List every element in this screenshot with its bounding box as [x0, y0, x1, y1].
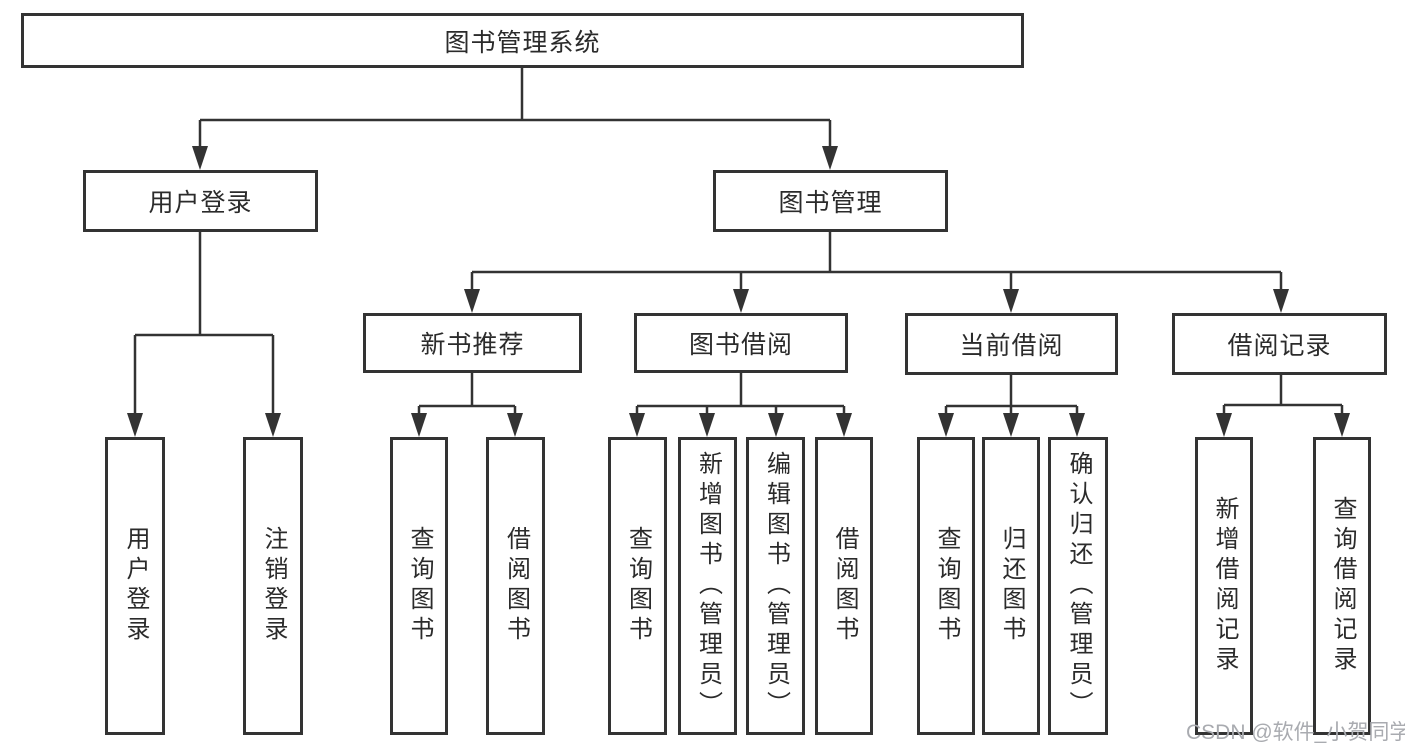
leaf-borrow-books-label: 借阅图书 — [831, 526, 858, 646]
node-book-management: 图书管理 — [713, 170, 948, 232]
node-borrow-records-label: 借阅记录 — [1227, 332, 1332, 360]
leaf-add-books-admin: 新增图书（管理员） — [678, 437, 737, 735]
node-user-login-label: 用户登录 — [148, 189, 253, 217]
leaf-user-login-label: 用户登录 — [122, 526, 149, 646]
node-book-management-label: 图书管理 — [778, 189, 883, 217]
leaf-edit-books-admin-label: 编辑图书（管理员） — [762, 451, 790, 721]
leaf-query-borrow-record-label: 查询借阅记录 — [1329, 496, 1356, 676]
leaf-borrow-books: 借阅图书 — [815, 437, 873, 735]
root-node: 图书管理系统 — [21, 13, 1024, 68]
leaf-query-borrow-record: 查询借阅记录 — [1313, 437, 1371, 735]
leaf-borrow-books-recommend: 借阅图书 — [486, 437, 545, 735]
leaf-confirm-return-admin: 确认归还（管理员） — [1048, 437, 1108, 735]
leaf-logout-label: 注销登录 — [260, 526, 287, 646]
node-book-borrow: 图书借阅 — [634, 313, 848, 373]
root-node-label: 图书管理系统 — [444, 28, 601, 57]
node-book-borrow-label: 图书借阅 — [688, 331, 793, 359]
node-current-borrow: 当前借阅 — [905, 313, 1118, 375]
leaf-return-books: 归还图书 — [982, 437, 1040, 735]
leaf-add-books-admin-label: 新增图书（管理员） — [694, 451, 722, 721]
watermark: CSDN @软件_小贺同学 — [1186, 721, 1405, 744]
leaf-add-borrow-record-label: 新增借阅记录 — [1211, 496, 1238, 676]
leaf-borrow-books-recommend-label: 借阅图书 — [502, 526, 530, 646]
node-new-book-recommend: 新书推荐 — [363, 313, 582, 373]
leaf-query-books-borrow: 查询图书 — [608, 437, 667, 735]
leaf-edit-books-admin: 编辑图书（管理员） — [746, 437, 805, 735]
node-borrow-records: 借阅记录 — [1172, 313, 1387, 375]
leaf-query-books-current-label: 查询图书 — [933, 526, 960, 646]
leaf-confirm-return-admin-label: 确认归还（管理员） — [1065, 451, 1092, 721]
leaf-add-borrow-record: 新增借阅记录 — [1195, 437, 1253, 735]
node-current-borrow-label: 当前借阅 — [959, 332, 1064, 360]
node-user-login: 用户登录 — [83, 170, 318, 232]
leaf-query-books-borrow-label: 查询图书 — [624, 526, 652, 646]
node-new-book-recommend-label: 新书推荐 — [420, 331, 525, 359]
leaf-query-books-recommend-label: 查询图书 — [406, 526, 433, 646]
leaf-user-login: 用户登录 — [105, 437, 165, 735]
leaf-return-books-label: 归还图书 — [998, 526, 1025, 646]
leaf-logout: 注销登录 — [243, 437, 303, 735]
leaf-query-books-current: 查询图书 — [917, 437, 975, 735]
leaf-query-books-recommend: 查询图书 — [390, 437, 448, 735]
